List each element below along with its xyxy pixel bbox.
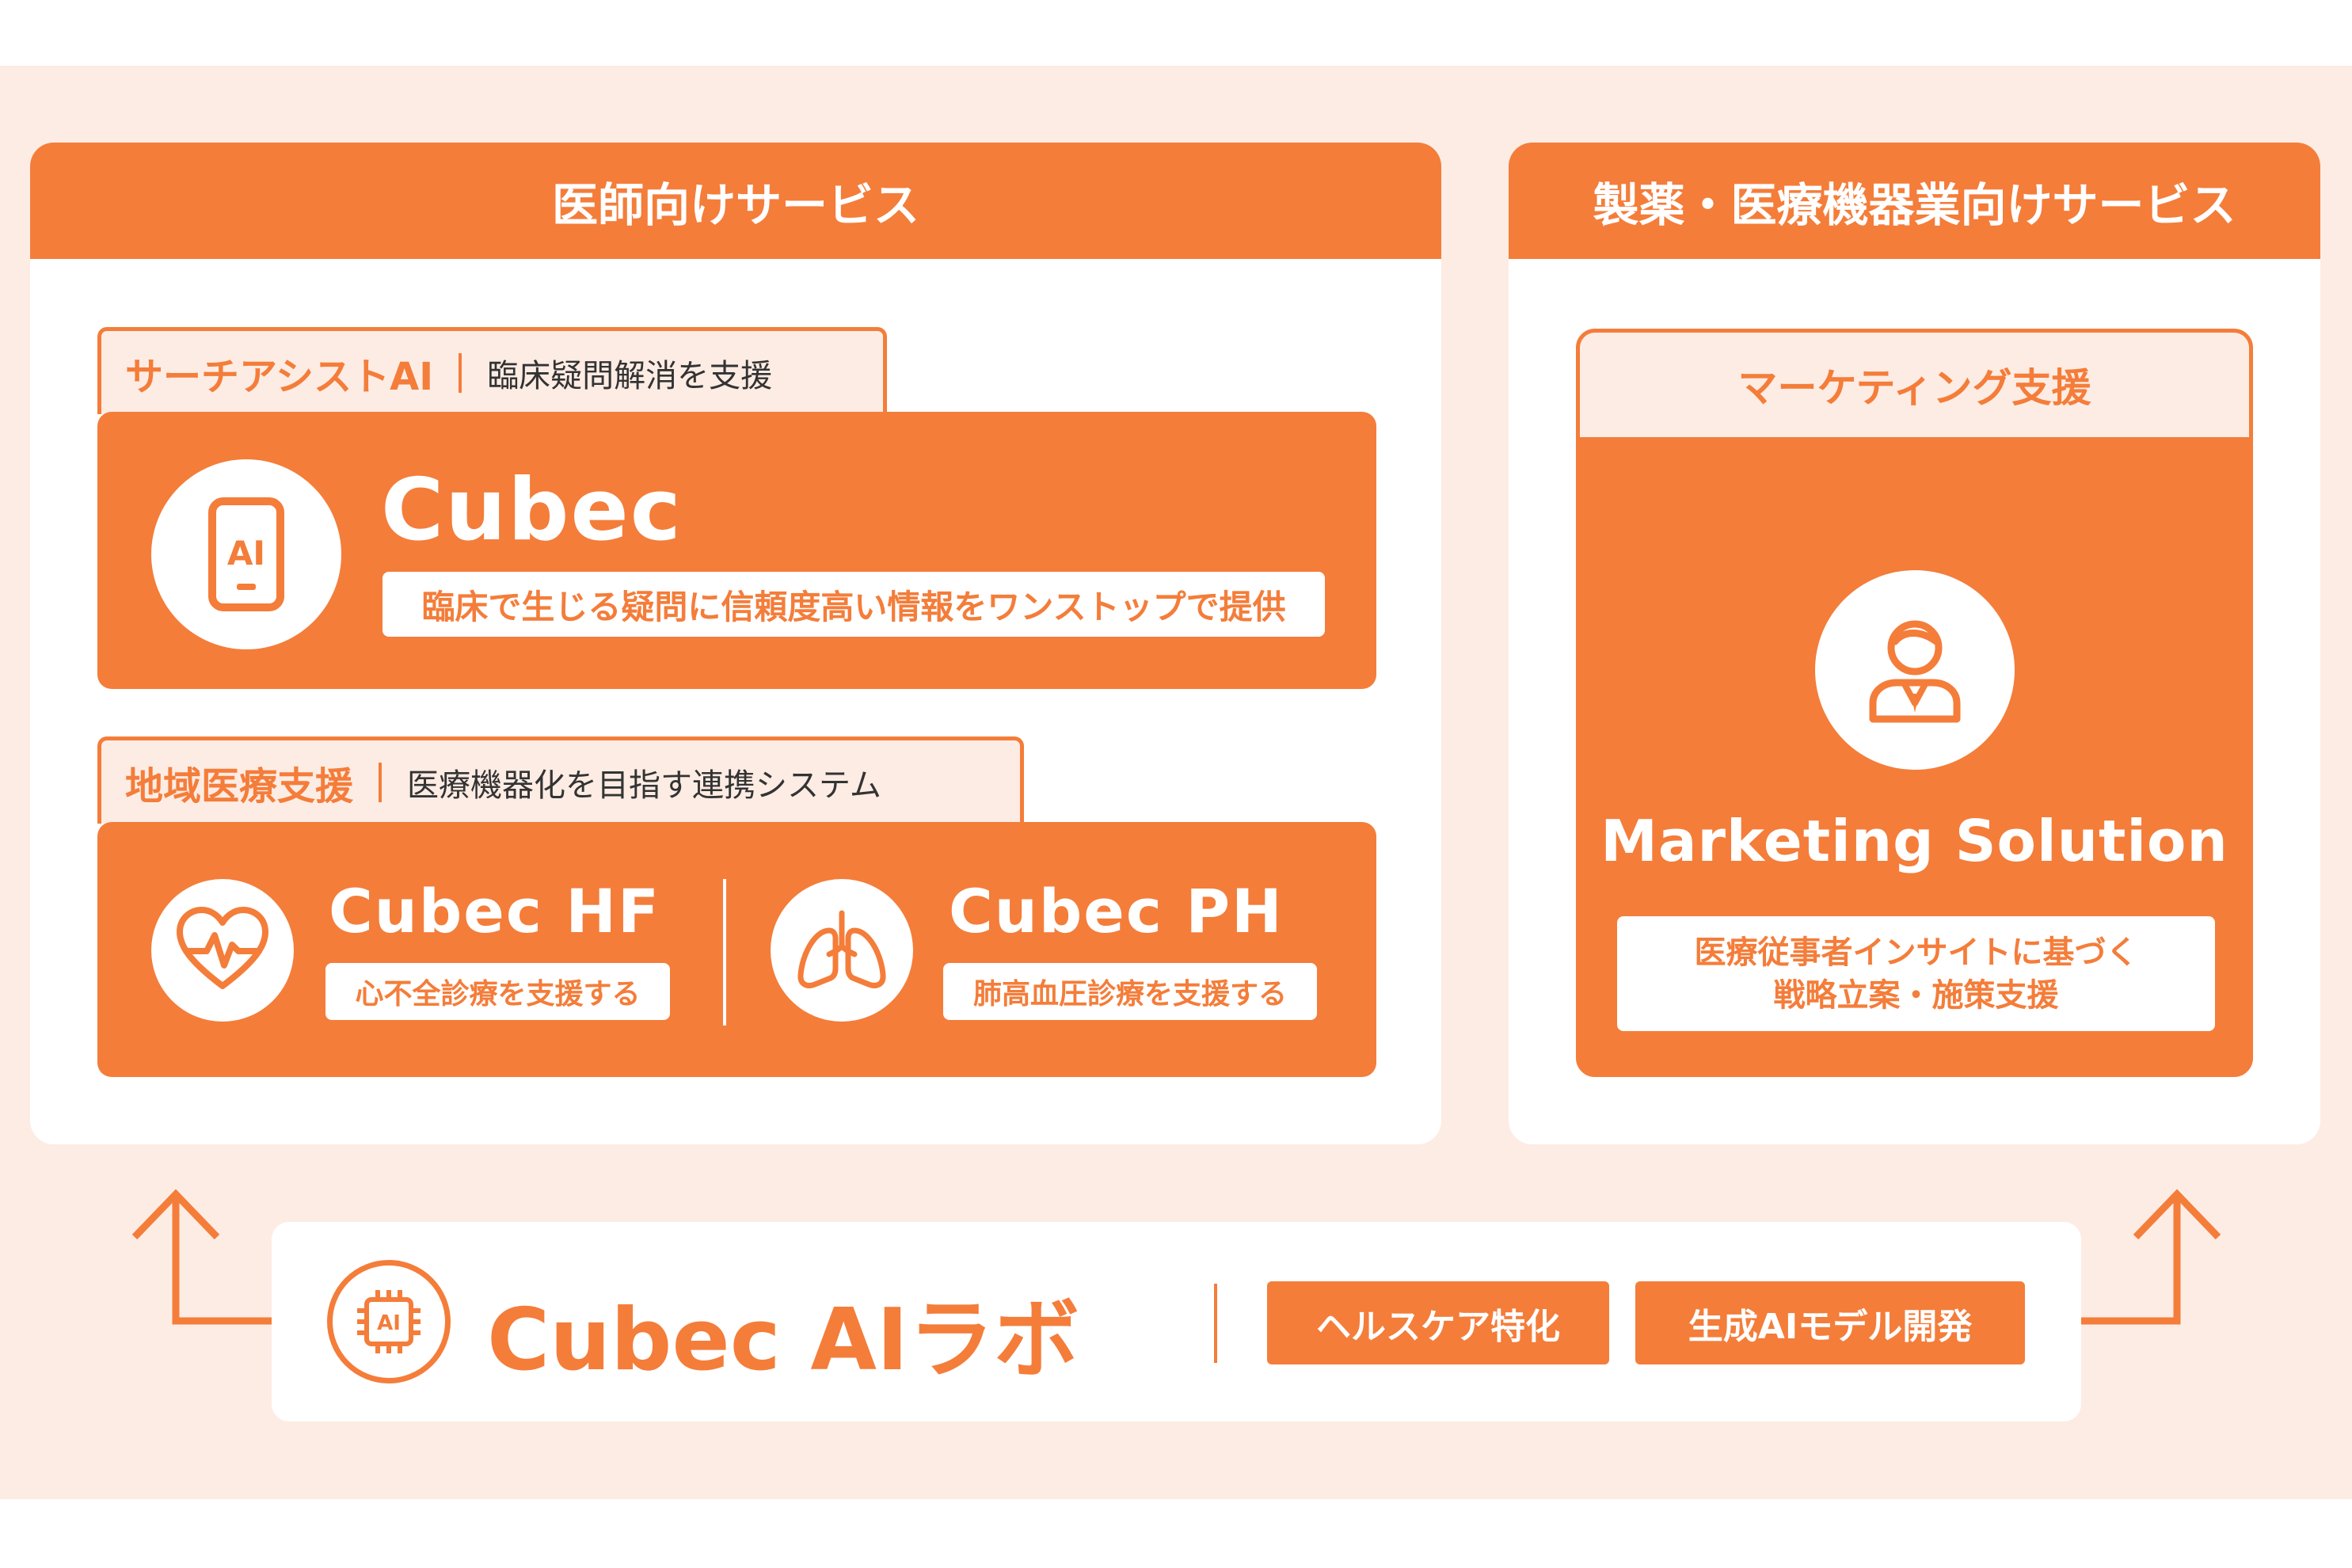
cubec-ai-lab-name: Cubec AIラボ bbox=[487, 1291, 1080, 1390]
cubec-hf-description: 心不全診療を支援する bbox=[325, 963, 670, 1020]
ai-phone-icon: AI bbox=[151, 459, 341, 649]
search-assist-subtitle: 臨床疑問解消を支援 bbox=[487, 357, 773, 394]
svg-text:AI: AI bbox=[377, 1311, 401, 1335]
arrow-up-left-icon bbox=[131, 1189, 272, 1325]
product-divider bbox=[723, 879, 726, 1026]
cubec-hf-name: Cubec HF bbox=[329, 876, 660, 946]
doctor-services-header: 医師向けサービス bbox=[30, 143, 1441, 259]
pharma-services-header: 製薬・医療機器業向けサービス bbox=[1509, 143, 2320, 259]
marketing-solution-name: Marketing Solution bbox=[1600, 808, 2228, 874]
lab-divider bbox=[1214, 1284, 1217, 1363]
search-assist-tab: サーチアシストAI 臨床疑問解消を支援 bbox=[97, 327, 887, 414]
tab-divider bbox=[459, 352, 462, 393]
tab-divider bbox=[379, 762, 382, 802]
cubec-card: AI Cubec 臨床で生じる疑問に信頼度高い情報をワンストップで提供 bbox=[97, 412, 1376, 689]
marketing-description-line1: 医療従事者インサイトに基づく bbox=[1694, 934, 2138, 971]
lab-tag-genai: 生成AIモデル開発 bbox=[1635, 1281, 2025, 1364]
arrow-up-right-icon bbox=[2081, 1189, 2221, 1325]
lab-tag-healthcare: ヘルスケア特化 bbox=[1267, 1281, 1609, 1364]
regional-care-title: 地域医療支援 bbox=[125, 763, 354, 809]
cubec-product-name: Cubec bbox=[381, 461, 683, 560]
search-assist-title: サーチアシストAI bbox=[125, 354, 434, 399]
regional-care-tab: 地域医療支援 医療機器化を目指す連携システム bbox=[97, 736, 1024, 824]
cubec-ai-lab-bar: AI Cubec AIラボ ヘルスケア特化 生成AIモデル開発 bbox=[272, 1222, 2081, 1421]
svg-text:AI: AI bbox=[227, 534, 265, 573]
cubec-description: 臨床で生じる疑問に信頼度高い情報をワンストップで提供 bbox=[382, 572, 1325, 637]
regional-care-card: Cubec HF 心不全診療を支援する Cubec PH 肺高血圧診療を支援する bbox=[97, 822, 1376, 1077]
heart-pulse-icon bbox=[151, 879, 294, 1022]
marketing-description-line2: 戦略立案・施策支援 bbox=[1773, 976, 2059, 1014]
cubec-ph-description: 肺高血圧診療を支援する bbox=[943, 963, 1317, 1020]
ai-chip-icon: AI bbox=[327, 1260, 451, 1383]
lungs-icon bbox=[771, 879, 913, 1022]
marketing-description: 医療従事者インサイトに基づく 戦略立案・施策支援 bbox=[1617, 916, 2215, 1031]
marketing-card-title: マーケティング支援 bbox=[1580, 333, 2249, 437]
marketing-card: マーケティング支援 Marketing Solution 医療従事者インサイトに… bbox=[1576, 329, 2253, 1077]
regional-care-subtitle: 医療機器化を目指す連携システム bbox=[407, 767, 881, 804]
business-person-icon bbox=[1815, 570, 2015, 770]
cubec-ph-name: Cubec PH bbox=[949, 876, 1284, 946]
